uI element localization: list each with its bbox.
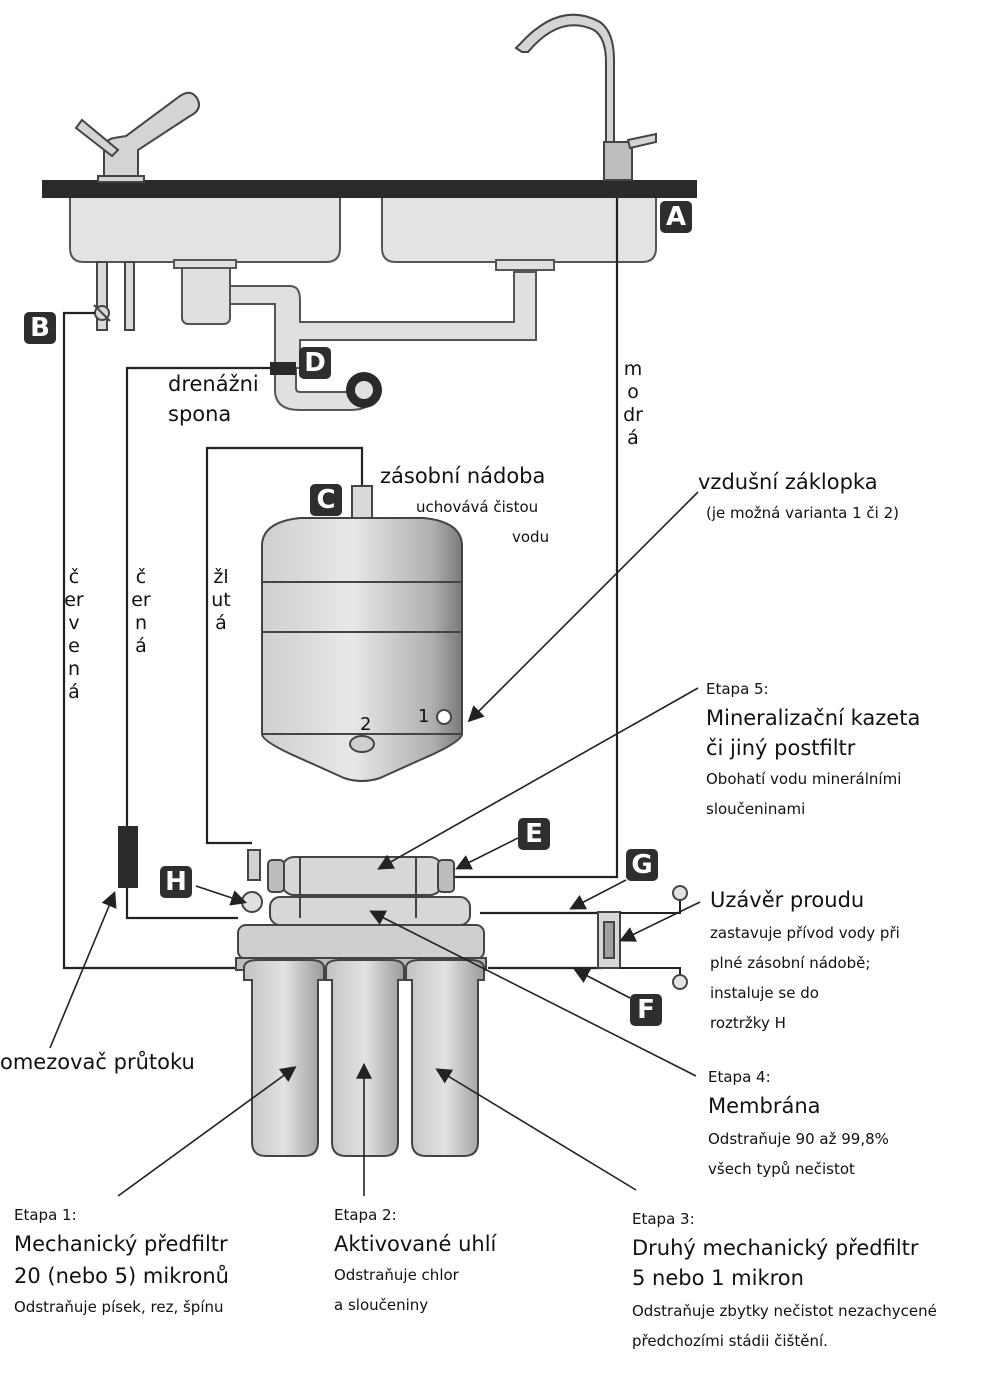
- stage3-tag: Etapa 3:: [632, 1210, 695, 1228]
- tank-desc-2: vodu: [512, 528, 550, 546]
- blue-tube: [452, 198, 619, 879]
- marker-b: B: [24, 312, 56, 344]
- stage5-desc-1: Obohatí vodu minerálními: [706, 770, 902, 788]
- cold-water-valve: [93, 261, 135, 331]
- yellow-tube-label: žlutá: [211, 566, 231, 634]
- drain-clamp-label-2: spona: [168, 402, 232, 426]
- stage1-title-2: 20 (nebo 5) mikronů: [14, 1264, 229, 1288]
- pointer-lines: [49, 491, 701, 1197]
- shutoff-desc-1: zastavuje přívod vody při: [710, 924, 900, 942]
- stage2-desc-1: Odstraňuje chlor: [334, 1266, 459, 1284]
- shutoff-desc-2: plné zásobní nádobě;: [710, 954, 871, 972]
- blue-tube-label: modrá: [623, 358, 643, 449]
- ro-faucet: [514, 13, 657, 181]
- stage5-tag: Etapa 5:: [706, 680, 769, 698]
- shutoff-desc-4: roztržky H: [710, 1014, 786, 1032]
- flow-limiter-label: omezovač průtoku: [0, 1050, 195, 1074]
- stage4-tag: Etapa 4:: [708, 1068, 771, 1086]
- stage5-desc-2: sloučeninami: [706, 800, 806, 818]
- stage2-tag: Etapa 2:: [334, 1206, 397, 1224]
- air-valve-desc: (je možná varianta 1 či 2): [706, 504, 899, 522]
- black-tube-label: černá: [131, 566, 151, 657]
- stage3-desc-1: Odstraňuje zbytky nečistot nezachycené: [632, 1302, 937, 1320]
- stage5-title-1: Mineralizační kazeta: [706, 706, 921, 730]
- marker-g-pointer: [569, 879, 627, 910]
- stage4-title: Membrána: [708, 1094, 821, 1118]
- marker-d: D: [299, 347, 331, 379]
- shutoff-desc-3: instaluje se do: [710, 984, 819, 1002]
- tank-valve-2-label: 2: [360, 714, 372, 735]
- shutoff-pointer: [619, 901, 701, 942]
- stage2-title: Aktivované uhlí: [334, 1232, 497, 1256]
- marker-a: A: [660, 201, 692, 233]
- red-tube-label: červená: [64, 566, 84, 703]
- stage4-desc-1: Odstraňuje 90 až 99,8%: [708, 1130, 889, 1148]
- flow-limiter: [118, 826, 138, 888]
- stage4-pointer: [369, 910, 697, 1077]
- stage1-tag: Etapa 1:: [14, 1206, 77, 1224]
- air-valve-title: vzdušní záklopka: [698, 470, 878, 494]
- stage3-desc-2: předchozími stádii čištění.: [632, 1332, 828, 1350]
- red-tube: [62, 311, 238, 970]
- drain-clamp-label-1: drenážni: [168, 372, 259, 396]
- stage1-title-1: Mechanický předfiltr: [14, 1232, 228, 1256]
- storage-tank: [261, 517, 463, 782]
- marker-f-pointer: [573, 968, 631, 999]
- marker-g: G: [626, 849, 658, 881]
- tank-valve-stem: [351, 485, 373, 519]
- stage3-title-1: Druhý mechanický předfiltr: [632, 1236, 919, 1260]
- filter-housings: [243, 959, 485, 1157]
- stage2-desc-2: a sloučeniny: [334, 1296, 429, 1314]
- tank-desc-1: uchovává čistou: [416, 498, 539, 516]
- air-valve-pointer: [467, 491, 699, 723]
- tubing: [62, 198, 619, 970]
- yellow-tube: [205, 446, 364, 845]
- left-sink-bowl: [69, 198, 341, 263]
- right-sink-bowl: [381, 198, 657, 263]
- countertop: [42, 180, 697, 198]
- shutoff-title: Uzávěr proudu: [710, 888, 865, 912]
- stage1-desc: Odstraňuje písek, rez, špínu: [14, 1298, 224, 1316]
- stage1-pointer: [117, 1066, 297, 1197]
- tank-title: zásobní nádoba: [380, 464, 546, 488]
- tank-valve-1-label: 1: [418, 706, 430, 727]
- ro-manifold: [235, 849, 487, 971]
- marker-c: C: [310, 484, 342, 516]
- shutoff-valve: [597, 885, 688, 990]
- marker-h: H: [160, 866, 192, 898]
- black-tube: [125, 366, 272, 920]
- stage5-pointer: [377, 687, 699, 870]
- kitchen-faucet: [74, 91, 200, 183]
- stage3-pointer: [435, 1068, 637, 1191]
- stage3-title-2: 5 nebo 1 mikron: [632, 1266, 804, 1290]
- marker-e-pointer: [455, 837, 519, 870]
- marker-h-pointer: [195, 885, 248, 906]
- stage4-desc-2: všech typů nečistot: [708, 1160, 855, 1178]
- flow-limiter-pointer: [49, 891, 117, 1049]
- marker-e: E: [518, 818, 550, 850]
- marker-f: F: [630, 994, 662, 1026]
- drain-clamp: [270, 362, 296, 375]
- stage5-title-2: či jiný postfiltr: [706, 736, 856, 760]
